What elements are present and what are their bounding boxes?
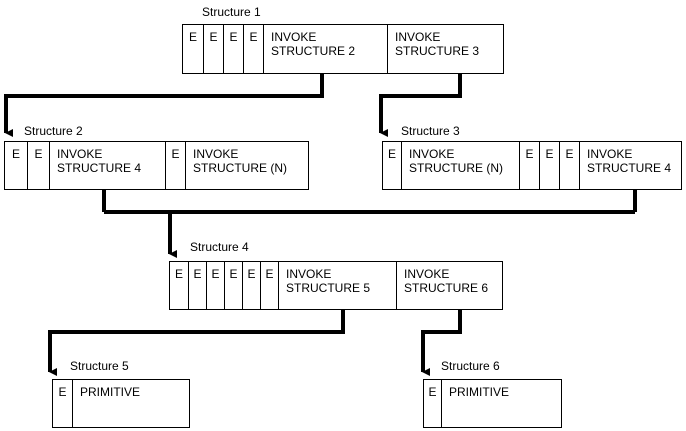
structure-4-cell: E xyxy=(242,262,260,309)
structure-3-title: Structure 3 xyxy=(401,124,460,138)
structure-4-cell: INVOKE STRUCTURE 6 xyxy=(396,262,502,309)
structure-4-cell: E xyxy=(206,262,224,309)
structure-4-cell: E xyxy=(260,262,278,309)
structure-2-title: Structure 2 xyxy=(24,124,83,138)
structure-3-cell: INVOKE STRUCTURE 4 xyxy=(579,142,681,189)
structure-6-cell: E xyxy=(428,385,437,399)
structure-1-cell: INVOKE STRUCTURE 3 xyxy=(387,25,503,73)
structure-5-cell: PRIMITIVE xyxy=(72,380,189,427)
structure-3-cell: E xyxy=(519,142,539,189)
structure-3-cell: E xyxy=(539,142,559,189)
structure-3-cell: INVOKE STRUCTURE (N) xyxy=(401,142,519,189)
structure-1-cell: E xyxy=(223,25,243,73)
structure-2-cell: INVOKE STRUCTURE 4 xyxy=(49,142,165,189)
arrow-s1-to-s3 xyxy=(379,73,462,137)
structure-2-cell: INVOKE STRUCTURE (N) xyxy=(185,142,308,189)
structure-5-box: E PRIMITIVE xyxy=(52,379,190,428)
structure-1-cell: E xyxy=(188,30,197,44)
structure-1-cell: E xyxy=(203,25,223,73)
structure-2-cell: E xyxy=(165,142,185,189)
structure-4-cell: E xyxy=(174,267,183,281)
structure-2-box: E E INVOKE STRUCTURE 4 E INVOKE STRUCTUR… xyxy=(4,141,309,190)
structure-3-cell: E xyxy=(559,142,579,189)
structure-4-cell: INVOKE STRUCTURE 5 xyxy=(278,262,396,309)
structure-3-cell: E xyxy=(387,147,396,161)
structure-6-box: E PRIMITIVE xyxy=(423,379,562,428)
structure-2-cell: E xyxy=(11,147,20,161)
structure-6-title: Structure 6 xyxy=(441,359,500,373)
structure-2-cell: E xyxy=(27,142,49,189)
structure-1-cell: E xyxy=(243,25,263,73)
structure-4-title: Structure 4 xyxy=(190,240,249,254)
arrow-s4-to-s6 xyxy=(421,309,462,376)
structure-3-box: E INVOKE STRUCTURE (N) E E E INVOKE STRU… xyxy=(382,141,682,190)
structure-5-title: Structure 5 xyxy=(70,359,129,373)
structure-4-box: E E E E E E INVOKE STRUCTURE 5 INVOKE ST… xyxy=(169,261,503,310)
arrow-s1-to-s2 xyxy=(4,73,324,137)
structure-1-cell: INVOKE STRUCTURE 2 xyxy=(263,25,387,73)
structure-1-box: E E E E INVOKE STRUCTURE 2 INVOKE STRUCT… xyxy=(182,24,504,74)
structure-5-cell: E xyxy=(58,385,67,399)
arrow-s4-to-s5 xyxy=(48,309,345,376)
structure-4-cell: E xyxy=(188,262,206,309)
structure-1-title: Structure 1 xyxy=(202,5,261,19)
structure-4-cell: E xyxy=(224,262,242,309)
structure-6-cell: PRIMITIVE xyxy=(441,380,561,427)
